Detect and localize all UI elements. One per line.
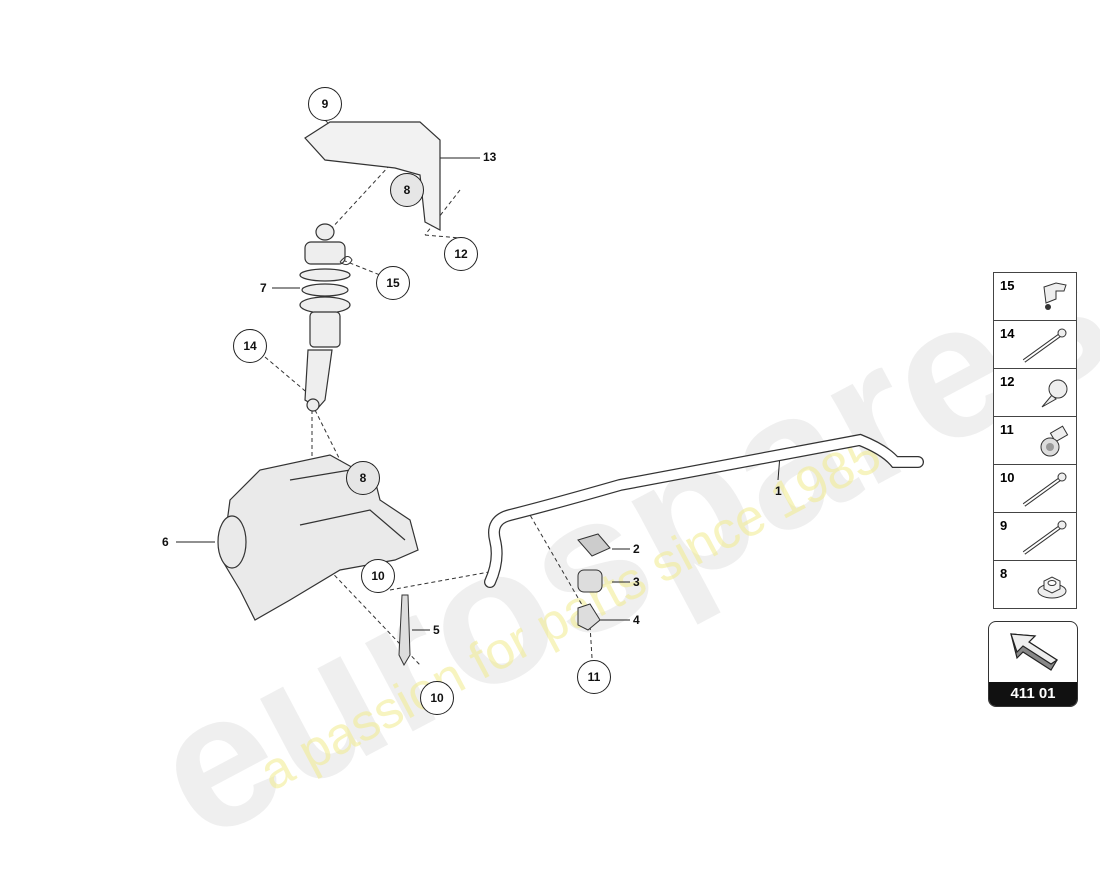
bushing-bolt-icon [1040, 425, 1069, 457]
callout-8[interactable]: 8 [346, 461, 380, 495]
small-parts-legend: 15 14 12 11 10 9 8 [993, 272, 1077, 609]
legend-number: 12 [1000, 374, 1015, 389]
bolt-icon [1022, 328, 1067, 363]
label-3[interactable]: 3 [633, 575, 640, 589]
stabilizer-bar-part-1 [484, 433, 924, 588]
callout-8[interactable]: 8 [390, 173, 424, 207]
wheel-carrier-part-6 [217, 454, 419, 621]
bracket-part-4 [577, 603, 601, 631]
bolt-icon [1022, 472, 1067, 507]
label-7[interactable]: 7 [260, 281, 267, 295]
legend-number: 15 [1000, 278, 1015, 293]
label-2[interactable]: 2 [633, 542, 640, 556]
page-reference-badge: 411 01 [988, 621, 1078, 707]
label-1[interactable]: 1 [775, 484, 782, 498]
label-5[interactable]: 5 [433, 623, 440, 637]
legend-number: 9 [1000, 518, 1008, 533]
legend-number: 11 [1000, 422, 1014, 437]
legend-item-11[interactable]: 11 [994, 417, 1076, 465]
legend-item-14[interactable]: 14 [994, 321, 1076, 369]
bolt-icon [1022, 520, 1067, 555]
callout-11[interactable]: 11 [577, 660, 611, 694]
bracket-part-13 [304, 121, 441, 231]
bushing-part-3 [577, 569, 603, 593]
legend-item-12[interactable]: 12 [994, 369, 1076, 417]
coupling-rod-part-5 [398, 594, 411, 667]
parts-diagram [176, 119, 924, 667]
callout-15[interactable]: 15 [376, 266, 410, 300]
label-13[interactable]: 13 [483, 150, 497, 164]
legend-item-9[interactable]: 9 [994, 513, 1076, 561]
clamp-part-2 [577, 533, 611, 557]
direction-arrow-icon [1010, 633, 1059, 671]
legend-number: 14 [1000, 326, 1015, 341]
label-6[interactable]: 6 [162, 535, 169, 549]
expansion-rivet-icon [1041, 379, 1068, 408]
callout-12[interactable]: 12 [444, 237, 478, 271]
callout-14[interactable]: 14 [233, 329, 267, 363]
callout-9[interactable]: 9 [308, 87, 342, 121]
label-4[interactable]: 4 [633, 613, 640, 627]
legend-number: 8 [1000, 566, 1008, 581]
flange-nut-icon [1037, 576, 1067, 599]
clip-part-15 [339, 256, 353, 266]
legend-number: 10 [1000, 470, 1015, 485]
callout-10[interactable]: 10 [420, 681, 454, 715]
legend-item-15[interactable]: 15 [994, 273, 1076, 321]
shock-absorber-part-7 [299, 223, 351, 412]
callout-10[interactable]: 10 [361, 559, 395, 593]
legend-item-10[interactable]: 10 [994, 465, 1076, 513]
legend-item-8[interactable]: 8 [994, 561, 1076, 608]
clip-icon [1043, 282, 1067, 310]
page-code: 411 01 [989, 682, 1077, 706]
